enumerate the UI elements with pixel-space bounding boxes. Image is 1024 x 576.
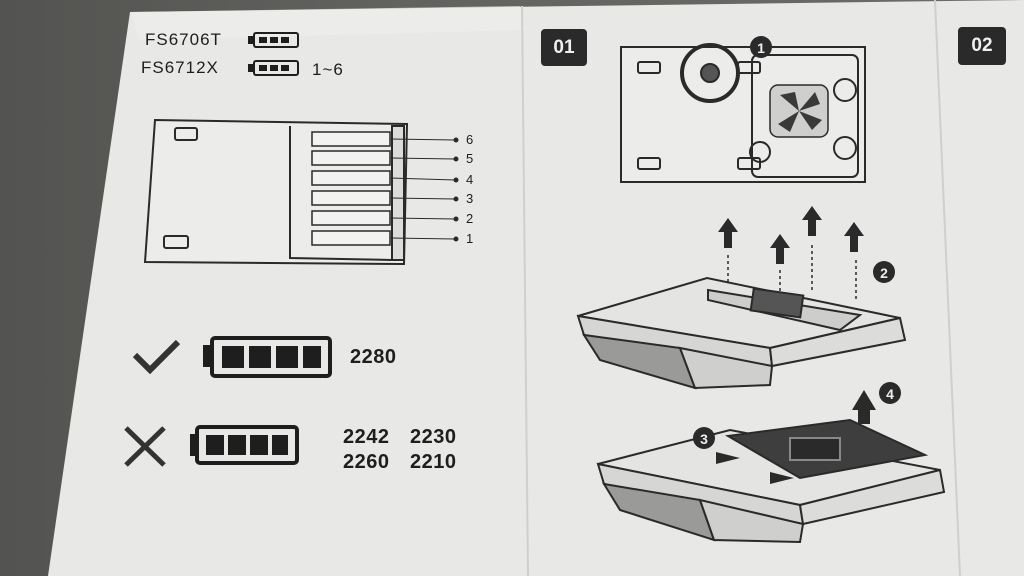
callout-1 — [750, 36, 772, 58]
slot-number: 4 — [466, 172, 474, 187]
fan-icon — [769, 84, 829, 138]
nas-device-isometric — [596, 428, 946, 544]
callout-1-label: 1 — [757, 40, 765, 56]
callout-3 — [693, 427, 715, 449]
unsupported-size: 2242 — [343, 426, 390, 448]
slide-arrow-icons — [716, 390, 876, 484]
step-badge: 01 — [541, 29, 587, 66]
model-name: FS6712X — [141, 58, 219, 77]
fold-line — [521, 5, 529, 576]
fold-line — [934, 0, 961, 576]
cover-plate — [724, 418, 929, 480]
callout-4-label: 4 — [886, 386, 894, 402]
slot-number: 2 — [466, 211, 474, 226]
step-badge: 02 — [958, 27, 1006, 65]
supported-size: 2280 — [350, 346, 397, 368]
unsupported-size: 2210 — [410, 451, 457, 473]
callout-2 — [873, 261, 895, 283]
slot-number: 1 — [466, 231, 474, 246]
model-name: FS6706T — [145, 30, 222, 49]
unsupported-size: 2260 — [343, 451, 390, 473]
callout-4 — [879, 382, 901, 404]
cross-icon — [124, 426, 166, 467]
module-icon — [248, 32, 299, 48]
up-arrow-icons — [718, 206, 864, 264]
m2-short-icon — [190, 425, 299, 465]
m2-2280-icon — [203, 336, 332, 378]
slot-number: 5 — [466, 151, 474, 166]
unsupported-size: 2230 — [410, 426, 457, 448]
slot-leader-lines — [389, 137, 459, 242]
nas-device-isometric — [576, 276, 907, 390]
slot-range: 1~6 — [312, 60, 344, 79]
callout-3-label: 3 — [700, 431, 708, 447]
slot-number: 3 — [466, 191, 474, 206]
check-icon — [132, 339, 181, 375]
module-icon — [248, 60, 299, 76]
callout-2-label: 2 — [880, 265, 888, 281]
slot-number: 6 — [466, 132, 474, 147]
